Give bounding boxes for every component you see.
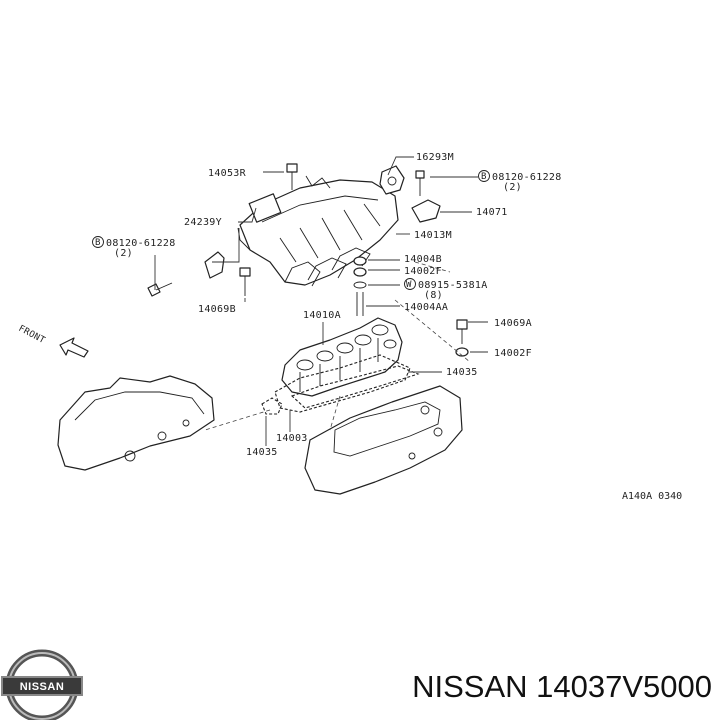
upper-intake-manifold	[237, 175, 399, 287]
mark-w: W	[406, 280, 412, 290]
label-16293M: 16293M	[416, 152, 454, 163]
label-14004B: 14004B	[404, 254, 442, 265]
nissan-logo: NISSAN	[1, 649, 83, 720]
label-24239Y: 24239Y	[184, 217, 222, 228]
label-14035-right: 14035	[446, 367, 478, 378]
label-14053R: 14053R	[208, 168, 247, 179]
label-08120-61228-left: 08120-61228	[106, 238, 176, 249]
intake-gaskets	[261, 354, 420, 415]
label-14002F-top: 14002F	[404, 266, 442, 277]
label-14003: 14003	[276, 433, 308, 444]
logo-text: NISSAN	[20, 681, 65, 693]
left-cylinder-head	[57, 375, 215, 471]
label-14035-left: 14035	[246, 447, 278, 458]
front-arrow: FRONT	[17, 324, 89, 358]
right-cylinder-head	[304, 385, 463, 495]
label-14069A: 14069A	[494, 318, 532, 329]
label-08120-61228-top: 08120-61228	[492, 172, 562, 183]
label-14004AA: 14004AA	[404, 302, 448, 313]
label-14013M: 14013M	[414, 230, 452, 241]
part-title: NISSAN 14037V5000	[412, 669, 712, 704]
label-08120-61228-top-qty: (2)	[503, 182, 522, 193]
label-14002F-right: 14002F	[494, 348, 532, 359]
mark-b-left: B	[95, 238, 101, 248]
washer-mark-icon	[404, 278, 416, 290]
front-label: FRONT	[17, 324, 47, 346]
label-14069B: 14069B	[198, 304, 236, 315]
bolts	[147, 163, 469, 357]
leader-lines	[154, 156, 488, 446]
brackets	[204, 165, 441, 279]
label-14010A: 14010A	[303, 310, 341, 321]
mark-b-top: B	[481, 172, 487, 182]
label-08915-5381A-qty: (8)	[424, 290, 443, 301]
callout-labels: 14053R 16293M B 08120-61228 (2) 24239Y 1…	[92, 152, 562, 458]
bolt-mark-icon	[92, 236, 104, 248]
diagram-code: A140A 0340	[622, 491, 682, 502]
label-08120-61228-left-qty: (2)	[114, 248, 133, 259]
label-14071: 14071	[476, 207, 508, 218]
bolt-mark-icon	[478, 170, 490, 182]
label-08915-5381A: 08915-5381A	[418, 280, 488, 291]
